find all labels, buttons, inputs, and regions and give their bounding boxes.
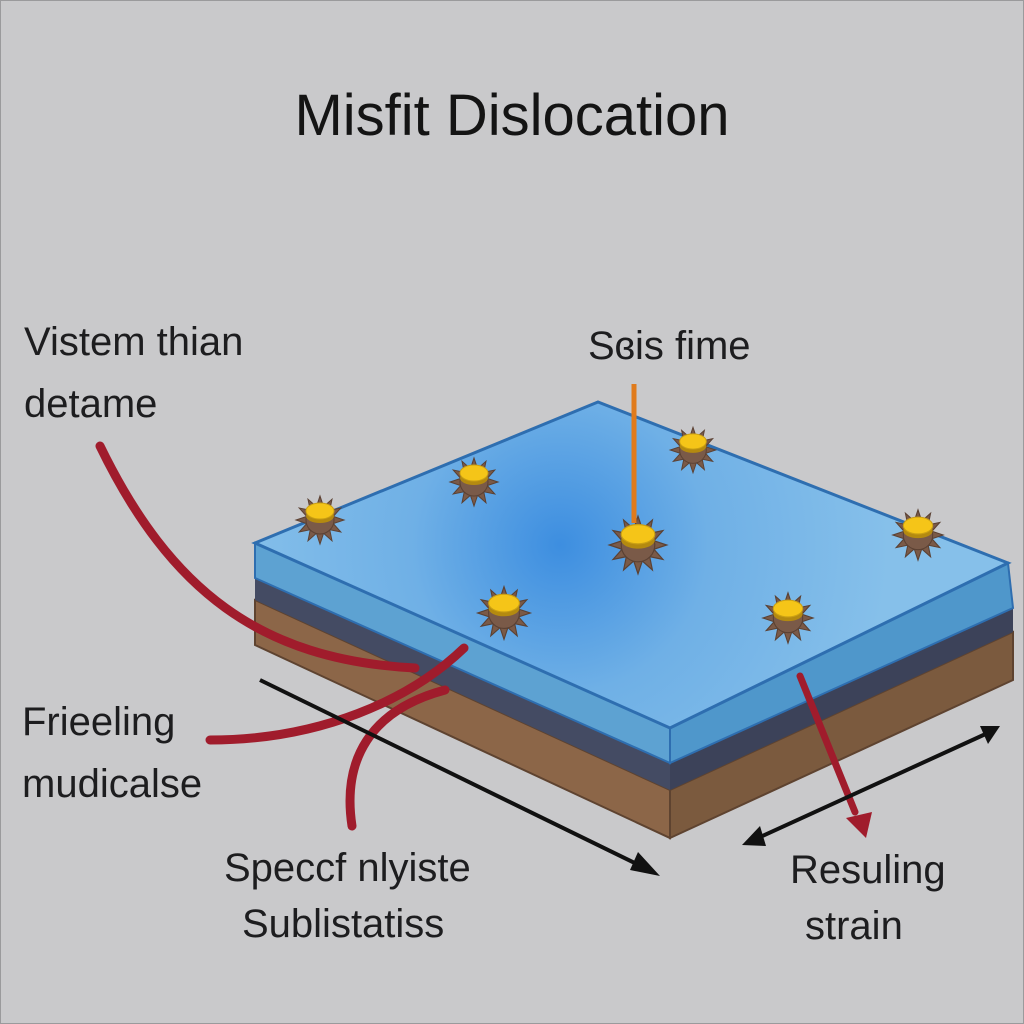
label-bottom-right-line1: Resuling — [790, 848, 946, 892]
interface-right-face — [670, 608, 1013, 790]
label-bottom-center-line1: Speccf nlyiste — [224, 846, 471, 890]
film-top-surface — [251, 400, 1012, 730]
diagram-title: Misfit Dislocation — [294, 83, 730, 148]
width-arrow-line — [259, 678, 646, 870]
label-bottom-center-line2: Sublistatiss — [242, 902, 445, 946]
red-pointer-curve-middle-left — [205, 643, 469, 745]
red-pointer-curve-top-left — [95, 441, 420, 673]
label-middle-left-line1: Frieeling — [22, 700, 176, 744]
label-middle-left-line2: mudicalse — [22, 762, 203, 806]
red-pointer-curve-bottom — [345, 685, 450, 831]
label-top-center: Sɞis fime — [588, 324, 751, 368]
depth-arrow-line — [757, 730, 991, 840]
strain-arrow-head — [846, 812, 872, 838]
label-bottom-right-line2: strain — [805, 904, 903, 948]
substrate-right-face — [669, 630, 1014, 840]
depth-arrow-head-left — [742, 826, 766, 846]
depth-arrow-head-right — [980, 726, 1000, 744]
interface-left-face — [255, 578, 670, 790]
label-top-left-line1: Vistem thian — [24, 320, 244, 364]
strain-arrow-line — [796, 672, 859, 816]
width-arrow-head — [630, 852, 660, 876]
label-top-left-line2: detame — [24, 382, 158, 426]
